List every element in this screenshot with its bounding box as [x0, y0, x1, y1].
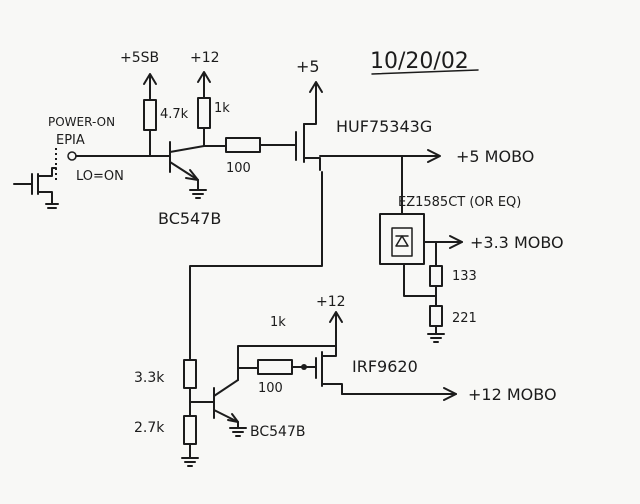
- arrow-5-mobo: [427, 149, 441, 163]
- resistor-3k3-label: 3.3k: [134, 370, 165, 386]
- mosfet-p-label: IRF9620: [352, 357, 418, 376]
- resistor-133-label: 133: [452, 269, 477, 284]
- resistor-100-top: [225, 137, 261, 153]
- output-5-mobo-label: +5 MOBO: [456, 147, 534, 166]
- supply-12-top-label: +12: [190, 50, 220, 66]
- resistor-133: [429, 265, 443, 287]
- power-on-terminal: [67, 151, 77, 161]
- mosfet-p: [315, 345, 343, 395]
- date-underline: [371, 69, 479, 75]
- wire-regulator-adj: [403, 263, 437, 297]
- date-label: 10/20/02: [370, 49, 469, 74]
- mosfet-main-label: HUF75343G: [336, 117, 432, 136]
- wire-5-to-divider: [189, 171, 323, 361]
- regulator-diode-symbol: [391, 227, 413, 257]
- resistor-4k7-label: 4.7k: [160, 107, 189, 122]
- supply-5-label: +5: [296, 57, 320, 76]
- junction-gate: [301, 364, 307, 370]
- ground-221: [427, 325, 445, 343]
- resistor-100-bottom: [257, 359, 293, 375]
- supply-12-bottom-arrow: [329, 311, 343, 333]
- resistor-2k7: [183, 415, 197, 445]
- output-12-mobo-label: +12 MOBO: [468, 385, 557, 404]
- resistor-221: [429, 305, 443, 327]
- transistor-q1-label: BC547B: [158, 209, 221, 228]
- supply-5sb-label: +5SB: [120, 50, 159, 66]
- arrow-12-mobo: [443, 387, 457, 401]
- resistor-1k-top-label: 1k: [214, 101, 230, 116]
- supply-12-bottom-label: +12: [316, 294, 346, 310]
- epia-label: EPIA: [56, 133, 85, 148]
- supply-5sb-arrow: [143, 73, 157, 101]
- resistor-1k-top: [197, 97, 211, 129]
- ground-2k7: [181, 443, 199, 467]
- transistor-q2-label: BC547B: [250, 424, 305, 440]
- transistor-q2: [213, 379, 247, 437]
- resistor-100-bottom-label: 100: [258, 381, 283, 396]
- wire-1k-bottom: [237, 323, 337, 381]
- mosfet-main: [295, 81, 323, 171]
- epia-switch-fet: [13, 167, 59, 209]
- regulator-ez1585: [379, 213, 425, 265]
- resistor-221-label: 221: [452, 311, 477, 326]
- power-on-label: POWER-ON: [48, 115, 115, 129]
- supply-12-top-arrow: [197, 71, 211, 99]
- resistor-1k-bottom-label: 1k: [270, 315, 286, 330]
- lo-on-label: LO=ON: [76, 169, 124, 184]
- resistor-100-top-label: 100: [226, 161, 251, 176]
- resistor-2k7-label: 2.7k: [134, 420, 165, 436]
- transistor-q1: [169, 141, 207, 199]
- output-33-mobo-label: +3.3 MOBO: [470, 233, 564, 252]
- resistor-4k7: [143, 99, 157, 131]
- arrow-3v3-mobo: [449, 235, 463, 249]
- resistor-3k3: [183, 359, 197, 389]
- regulator-label: EZ1585CT (OR EQ): [398, 195, 521, 210]
